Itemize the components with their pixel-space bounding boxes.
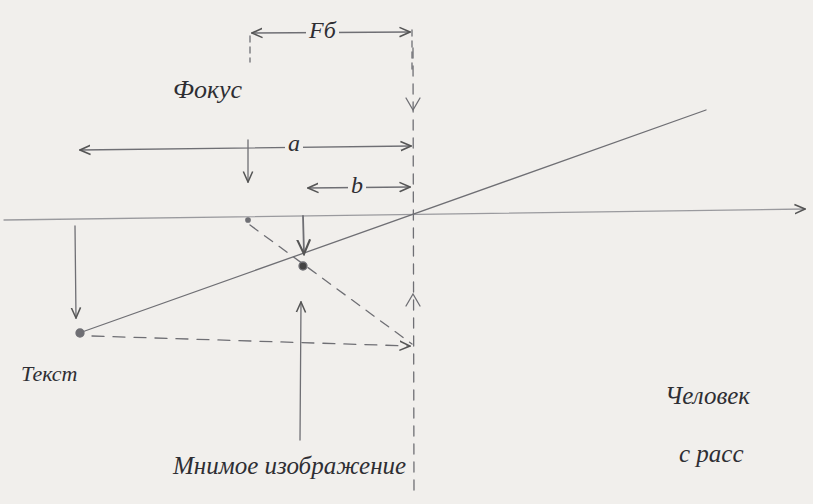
virtual-ray (250, 225, 412, 344)
lens-head-bottom (406, 294, 420, 306)
lens-line (413, 48, 414, 492)
image-point (299, 262, 307, 270)
person-label: с расс (676, 440, 747, 468)
focus-point (246, 218, 250, 222)
leader-line (300, 302, 301, 440)
ray (92, 336, 410, 346)
dimension-label: Fб (306, 17, 339, 43)
dimension-line (80, 146, 411, 150)
dimension-label: b (348, 172, 366, 198)
leader-line (247, 140, 248, 182)
ray (82, 110, 706, 332)
person-label: Человек (662, 382, 753, 410)
optical-axis (4, 209, 805, 220)
image-arrow (303, 216, 304, 254)
object-arrow (75, 226, 76, 318)
dimension-label: a (285, 130, 303, 156)
object-label: Текст (18, 362, 80, 386)
lens-head-top (406, 98, 420, 110)
object-point (76, 329, 84, 337)
dimension-tick (249, 36, 250, 62)
dimension-tick (411, 30, 412, 72)
focus-label: Фокус (170, 76, 245, 105)
image-label: Мнимое изображение (170, 452, 409, 480)
